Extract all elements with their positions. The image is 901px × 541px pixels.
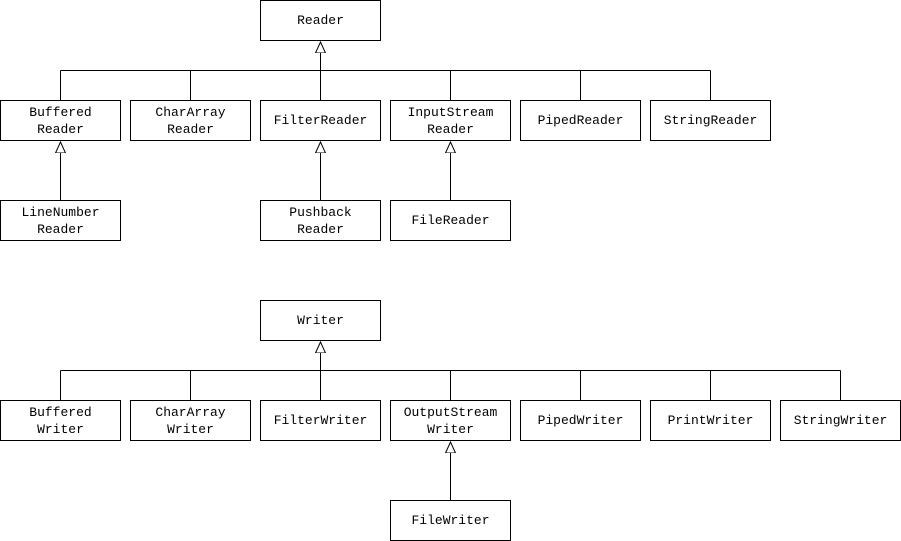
class-filter-writer: FilterWriter	[260, 400, 381, 441]
class-piped-writer: PipedWriter	[520, 400, 641, 441]
class-file-reader: FileReader	[390, 200, 511, 241]
class-piped-reader: PipedReader	[520, 100, 641, 141]
class-reader: Reader	[260, 0, 381, 41]
class-file-writer: FileWriter	[390, 500, 511, 541]
class-linenumber-reader: LineNumber Reader	[0, 200, 121, 241]
class-string-writer: StringWriter	[780, 400, 901, 441]
class-chararray-writer: CharArray Writer	[130, 400, 251, 441]
class-chararray-reader: CharArray Reader	[130, 100, 251, 141]
class-inputstream-reader: InputStream Reader	[390, 100, 511, 141]
class-filter-reader: FilterReader	[260, 100, 381, 141]
class-string-reader: StringReader	[650, 100, 771, 141]
class-pushback-reader: Pushback Reader	[260, 200, 381, 241]
class-print-writer: PrintWriter	[650, 400, 771, 441]
class-writer: Writer	[260, 300, 381, 341]
class-buffered-writer: Buffered Writer	[0, 400, 121, 441]
class-buffered-reader: Buffered Reader	[0, 100, 121, 141]
inheritance-connectors	[61, 42, 841, 500]
class-outputstream-writer: OutputStream Writer	[390, 400, 511, 441]
